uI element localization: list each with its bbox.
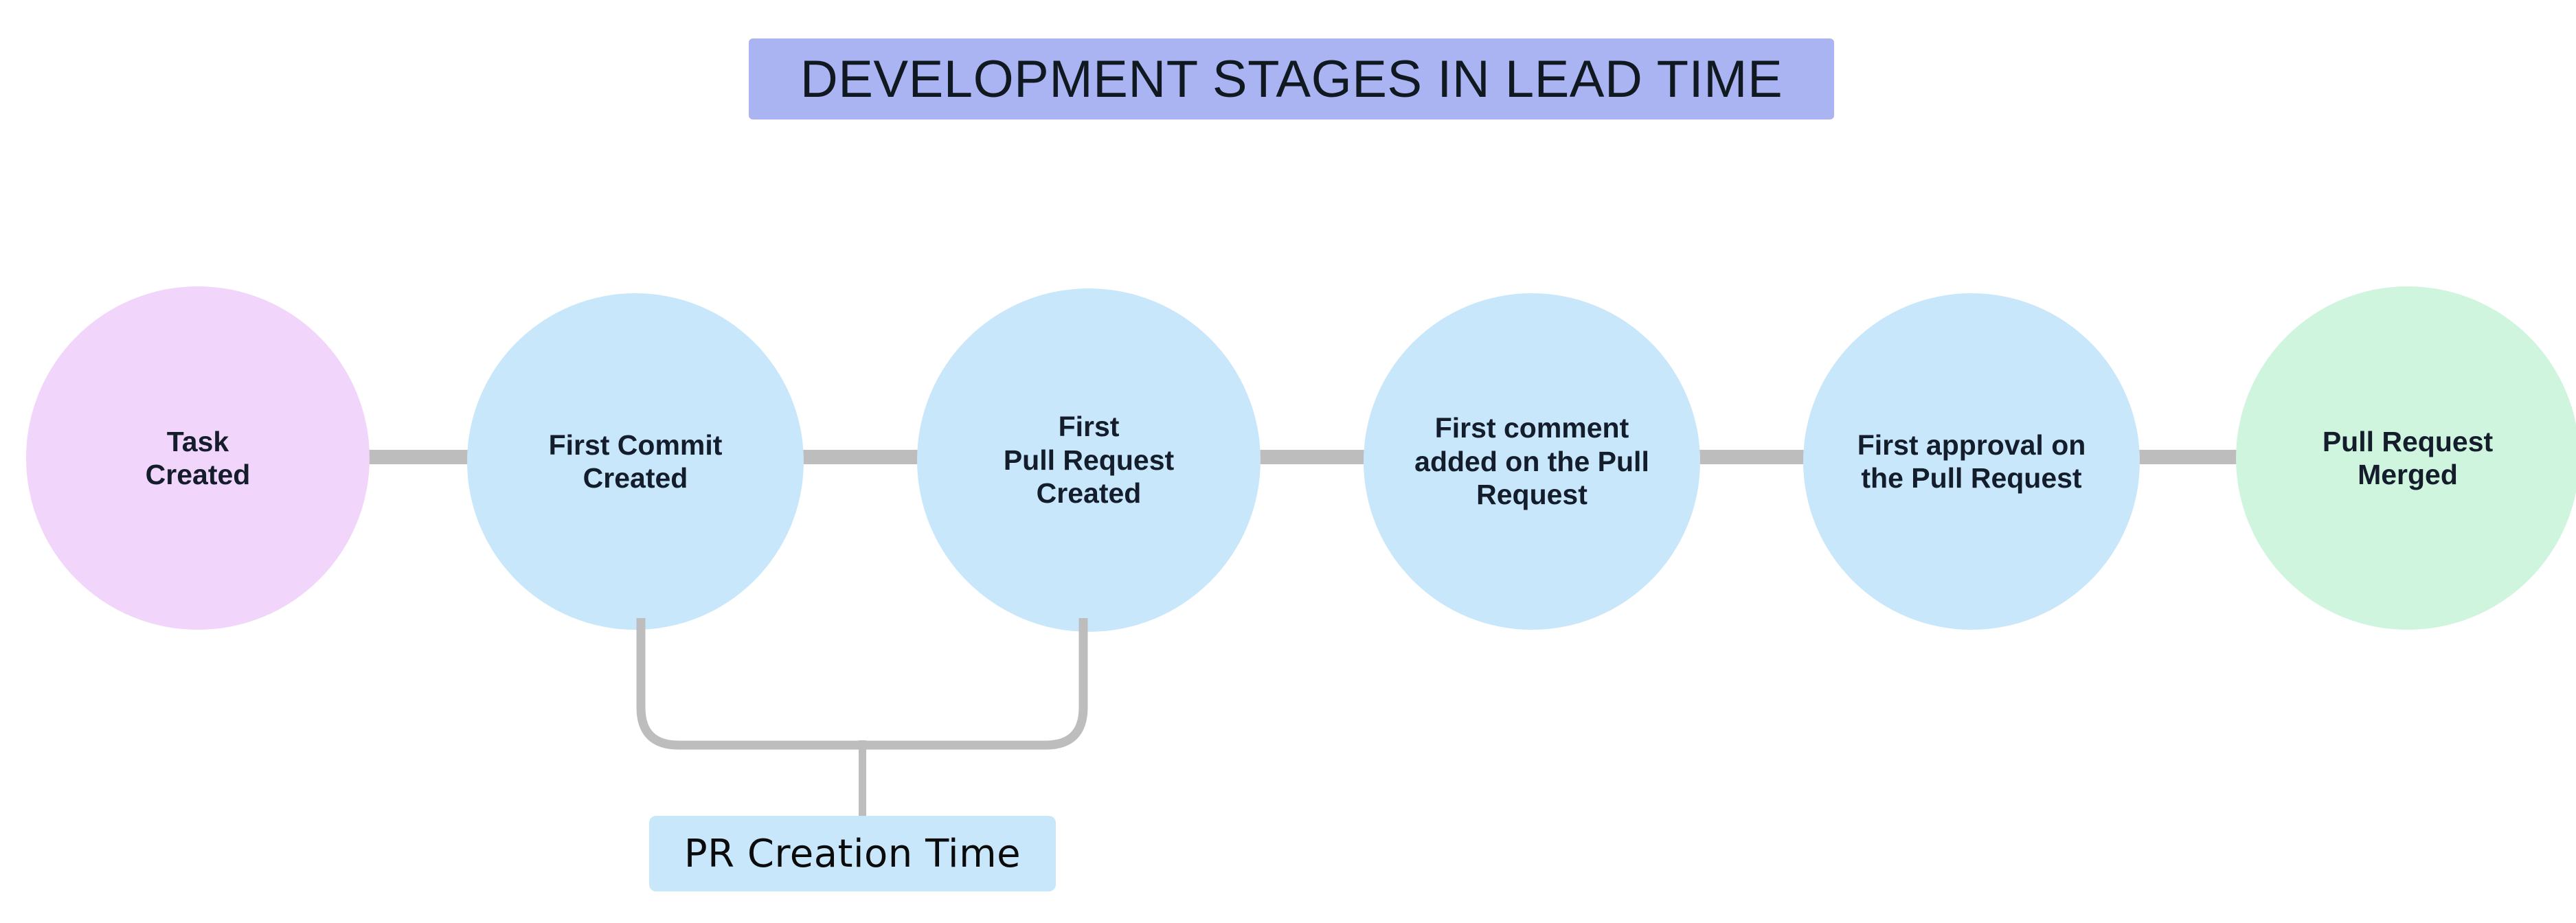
node-label: First comment added on the Pull Request [1414,412,1649,511]
node-label: Pull Request Merged [2322,425,2494,490]
node-label: First Pull Request Created [1003,411,1175,510]
node-first-approval[interactable]: First approval on the Pull Request [1803,293,2140,630]
pr-creation-time-stem [859,740,866,816]
node-label: Task Created [145,425,251,490]
node-first-comment-added[interactable]: First comment added on the Pull Request [1364,293,1700,630]
page-title: DEVELOPMENT STAGES IN LEAD TIME [800,49,1783,109]
bracket-path [636,618,1088,750]
pr-creation-time-label-box[interactable]: PR Creation Time [649,816,1056,891]
pr-creation-time-label: PR Creation Time [683,831,1021,876]
node-pull-request-merged[interactable]: Pull Request Merged [2236,286,2576,630]
node-label: First Commit Created [548,429,723,494]
node-first-commit-created[interactable]: First Commit Created [467,293,804,630]
pr-creation-time-bracket [632,618,1092,755]
diagram-title-banner: DEVELOPMENT STAGES IN LEAD TIME [749,38,1834,119]
node-label: First approval on the Pull Request [1857,429,2086,494]
node-task-created[interactable]: Task Created [26,286,370,630]
node-first-pull-request-created[interactable]: First Pull Request Created [917,288,1261,632]
